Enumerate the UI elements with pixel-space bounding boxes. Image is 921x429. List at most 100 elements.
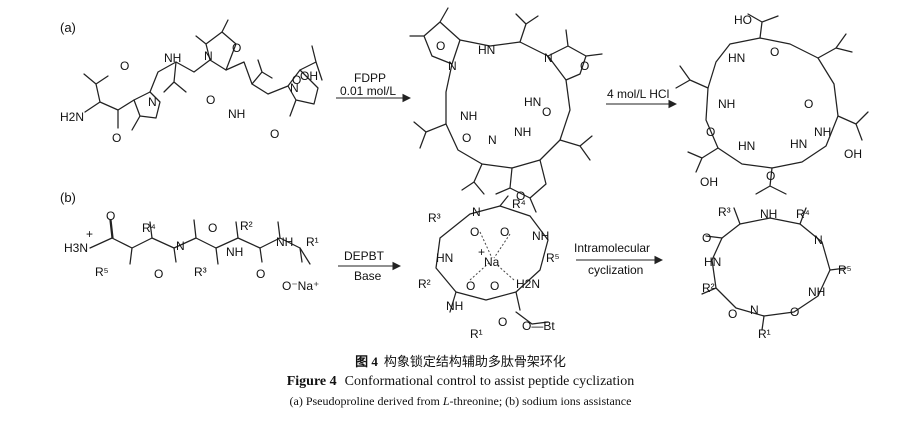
figure-caption: 图 4 构象锁定结构辅助多肽骨架环化 Figure 4 Conformational… [0,352,921,410]
atom-o-f2: O [728,307,737,321]
atom-r2-e1: R² [418,277,431,291]
atom-nh-b2: NH [514,125,531,139]
atom-o-e2: O [500,225,509,239]
atom-nh-c2: NH [814,125,831,139]
atom-h2n-a: H2N [60,110,84,124]
atom-o-a4: O [206,93,215,107]
atom-n-b3: N [488,133,497,147]
atom-r5-e1: R⁵ [546,251,560,265]
atom-r4-e1: R⁴ [512,197,526,211]
atom-o-a3: O [232,41,241,55]
cyclic-protected-a [409,7,603,213]
atom-hn-b2: HN [524,95,541,109]
atom-o-e3: O [466,279,475,293]
atom-nh-d1: NH [226,245,243,259]
atom-n-a3: N [290,81,299,95]
atom-hn-f1: HN [704,255,721,269]
atom-o-e4: O [490,279,499,293]
atom-o-b5: O [516,189,525,203]
scheme-svg: (a) (b) H2N O N NH O N O NH O N O OH O F… [60,7,869,341]
atom-o-c1: O [770,45,779,59]
atom-o-b2: O [580,59,589,73]
cond-a1-top: FDPP [354,71,386,85]
atom-n-f1: N [814,233,823,247]
atom-ona-d1: O⁻Na⁺ [282,279,319,293]
atom-oh-c2: OH [844,147,862,161]
atom-o-a1: O [112,131,121,145]
atom-r1-f1: R¹ [758,327,771,341]
atom-n-b2: N [544,51,553,65]
atom-o-c3: O [706,125,715,139]
atom-r1-d1: R¹ [306,235,319,249]
atom-o-d4: O [256,267,265,281]
caption-subtitle: (a) Pseudoproline derived from L-threoni… [0,392,921,410]
caption-sub-italic: L [442,394,450,408]
atom-nh-a1: NH [164,51,181,65]
cond-b2-top: Intramolecular [574,241,650,255]
atom-o-c4: O [766,169,775,183]
atom-r3-e1: R³ [428,211,441,225]
atom-r3-d1: R³ [194,265,207,279]
atom-o-c2: O [804,97,813,111]
caption-sub-prefix: (a) Pseudoproline derived from [289,394,443,408]
caption-cn-figno: 图 4 [355,354,378,369]
atom-o-a5: O [292,73,301,87]
atom-o-b3: O [542,105,551,119]
atom-nh-e2: NH [446,299,463,313]
cond-a1-bottom: 0.01 mol/L [340,84,396,98]
atom-nh-e1: NH [532,229,549,243]
atom-ho-c1: HO [734,13,752,27]
atom-o-d3: O [208,221,217,235]
atom-hn-b1: HN [478,43,495,57]
cond-b1-bottom: Base [354,269,382,283]
atom-r5-d1: R⁵ [95,265,109,279]
cyclic-product-b [701,207,847,331]
cond-b1-top: DEPBT [344,249,385,263]
atom-o-a2: O [120,59,129,73]
atom-o-d2: O [154,267,163,281]
atom-nh-c1: NH [718,97,735,111]
atom-n-d1: N [176,239,185,253]
atom-r1-e1: R¹ [470,327,483,341]
panel-label-a: (a) [60,20,76,35]
atom-nh-f1: NH [760,207,777,221]
atom-n-b1: N [448,59,457,73]
panel-label-b: (b) [60,190,76,205]
atom-o-e5: O [498,315,507,329]
atom-nh-f2: NH [808,285,825,299]
na-template-b [435,195,549,325]
atom-h3n-d1: H3N [64,241,88,255]
atom-r3-f1: R³ [718,205,731,219]
atom-o-b1: O [436,39,445,53]
atom-plus-d1: + [86,227,93,241]
atom-hn-c3: HN [790,137,807,151]
atom-o-b4: O [462,131,471,145]
caption-en-figno: Figure 4 [286,374,337,389]
caption-english: Figure 4 Conformational control to assist… [0,372,921,392]
atom-r2-f1: R² [702,281,715,295]
atom-oh-c1: OH [700,175,718,189]
atom-na-e1: Na [484,255,500,269]
atom-r2-d1: R² [240,219,253,233]
atom-nh-a2: NH [228,107,245,121]
atom-r4-d1: R⁴ [142,221,156,235]
caption-chinese: 图 4 构象锁定结构辅助多肽骨架环化 [0,352,921,372]
atom-nh-b1: NH [460,109,477,123]
caption-en-text: Conformational control to assist peptide… [344,374,635,389]
atom-r5-f1: R⁵ [838,263,852,277]
atom-o-a6: O [270,127,279,141]
linear-peptide-b [89,219,311,265]
atom-plus-e1: + [478,245,485,259]
atom-obt-e1: O—Bt [522,319,555,333]
atom-o-e1: O [470,225,479,239]
cond-b2-bottom: cyclization [588,263,643,277]
atom-o-f3: O [790,305,799,319]
atom-n-e1: N [472,205,481,219]
atom-hn-c1: HN [728,51,745,65]
atom-r4-f1: R⁴ [796,207,810,221]
atom-hn-e1: HN [436,251,453,265]
atom-oh-a1: OH [300,69,318,83]
reaction-scheme: (a) (b) H2N O N NH O N O NH O N O OH O F… [60,7,869,341]
caption-cn-text: 构象锁定结构辅助多肽骨架环化 [383,354,566,369]
caption-sub-suffix: -threonine; (b) sodium ions assistance [449,394,632,408]
